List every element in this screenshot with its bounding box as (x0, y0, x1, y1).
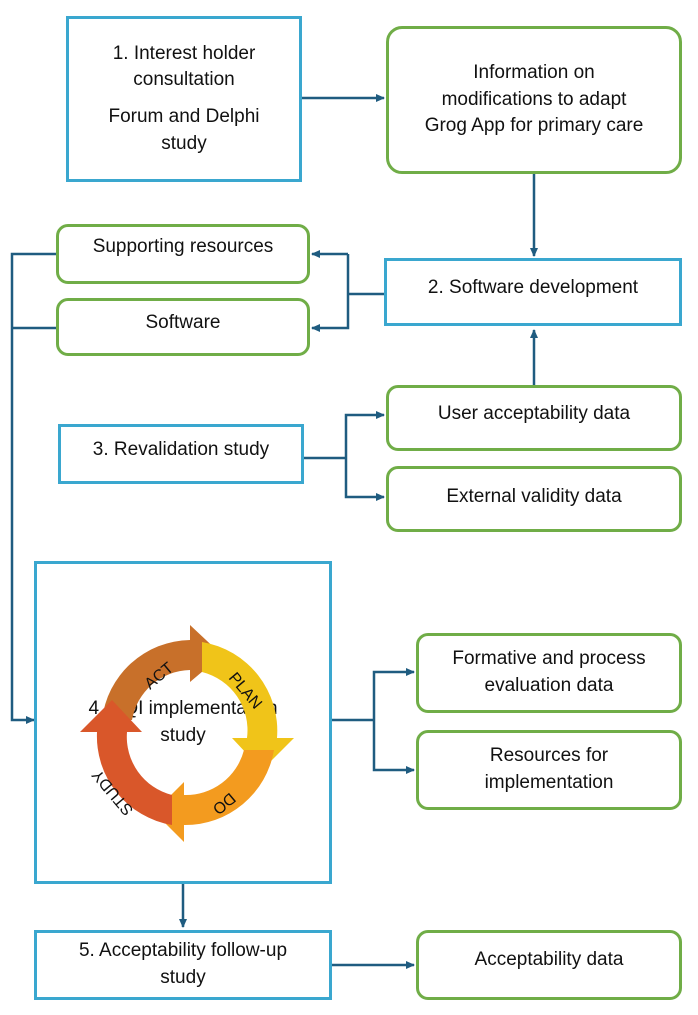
b1-line1: 1. Interest holder (112, 42, 256, 64)
formative-line2: evaluation data (484, 675, 614, 696)
acceptability-followup-box: 5. Acceptability follow-up study (34, 930, 332, 1000)
formative-evaluation-box: Formative and process evaluation data (416, 633, 682, 713)
feedback-line (10, 252, 56, 724)
supporting-resources-box: Supporting resources (56, 224, 310, 284)
arrow-to-formative (372, 668, 415, 720)
b1-line4: study (161, 132, 207, 154)
software-label: Software (145, 311, 221, 333)
formative-line1: Formative and process (452, 648, 646, 670)
acceptability-data-box: Acceptability data (416, 930, 682, 1000)
resources-line1: Resources for (489, 745, 609, 767)
cycle-study-segment (80, 700, 172, 825)
b1-line3: Forum and Delphi (108, 106, 260, 127)
b5-line1: 5. Acceptability follow-up (78, 940, 288, 962)
b3-label: 3. Revalidation study (92, 438, 270, 460)
info-line2: modifications to adapt (441, 88, 627, 110)
interest-holder-box: 1. Interest holder consultation Forum an… (66, 16, 302, 182)
supporting-label: Supporting resources (92, 235, 274, 257)
arrow-to-external (344, 458, 385, 501)
revalidation-study-box: 3. Revalidation study (58, 424, 304, 484)
external-label: External validity data (446, 485, 622, 507)
arrow-to-software (311, 294, 350, 332)
b1-line2: consultation (133, 69, 235, 91)
information-box: Information on modifications to adapt Gr… (386, 26, 682, 174)
arrow-to-useraccept (344, 411, 385, 458)
info-line3: Grog App for primary care (424, 115, 644, 137)
b5-line2: study (160, 967, 206, 988)
b4-line2: study (160, 724, 206, 746)
cycle-act-segment (102, 625, 222, 720)
resources-line2: implementation (484, 772, 614, 793)
user-acceptability-box: User acceptability data (386, 385, 682, 451)
cycle-plan-segment (202, 642, 294, 770)
resources-implementation-box: Resources for implementation (416, 730, 682, 810)
arrow-to-resources (372, 720, 415, 774)
cycle-do-segment (154, 750, 274, 842)
b2-label: 2. Software development (427, 276, 639, 298)
external-validity-box: External validity data (386, 466, 682, 532)
user-accept-label: User acceptability data (437, 402, 631, 424)
pdsa-cycle: ACT PLAN DO STUDY (80, 625, 294, 842)
software-box: Software (56, 298, 310, 356)
software-development-box: 2. Software development (384, 258, 682, 326)
info-line1: Information on (473, 62, 595, 84)
accept-label: Acceptability data (474, 948, 624, 970)
